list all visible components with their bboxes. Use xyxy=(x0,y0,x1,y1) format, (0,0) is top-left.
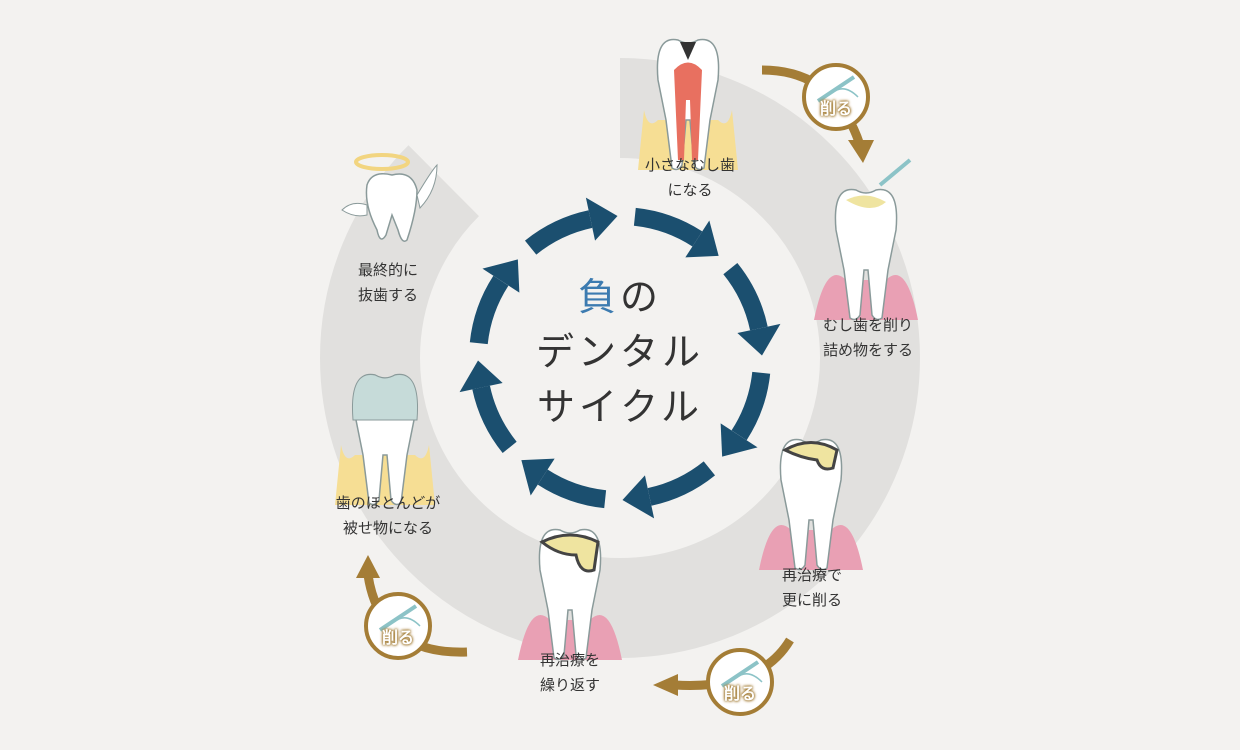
dental-drill-icon xyxy=(720,660,763,688)
label-line: 再治療で xyxy=(781,566,842,584)
gold-arrowheads xyxy=(356,140,874,696)
badge-label: 削る xyxy=(723,684,756,703)
center-title: 負の デンタル サイクル xyxy=(530,270,710,435)
badge-label: 削る xyxy=(381,628,414,647)
badge-label: 削る xyxy=(819,99,852,118)
label-line: 繰り返す xyxy=(539,676,600,694)
step-label-retreatment: 再治療で更に削る xyxy=(732,563,892,613)
title-rest: の xyxy=(620,275,663,319)
tooth-filling xyxy=(814,188,918,321)
cycle-arrowhead xyxy=(720,423,758,457)
label-line: むし歯を削り xyxy=(822,316,913,334)
cycle-arrow xyxy=(524,210,593,255)
cycle-arrowhead xyxy=(585,197,618,241)
tooth-small-cavity xyxy=(638,38,738,171)
label-line: 抜歯する xyxy=(357,286,418,304)
label-line: になる xyxy=(667,181,713,199)
extracted-tooth-angel xyxy=(341,153,438,242)
cycle-arrowhead xyxy=(482,259,520,293)
cycle-arrow xyxy=(537,469,607,509)
cycle-arrow xyxy=(723,262,768,331)
cycle-arrowhead xyxy=(737,323,781,356)
step-label-extraction: 最終的に抜歯する xyxy=(308,258,468,308)
label-line: 最終的に xyxy=(357,261,418,279)
label-line: 歯のほとんどが xyxy=(335,494,441,512)
cycle-arrowhead xyxy=(521,458,555,496)
drill-badge: 削る xyxy=(364,592,432,660)
background-ring xyxy=(320,58,920,658)
label-line: 小さなむし歯 xyxy=(644,156,735,174)
tooth-retreatment xyxy=(759,438,863,571)
step-label-small-cavity: 小さなむし歯になる xyxy=(610,153,770,203)
title-line2: デンタル xyxy=(535,330,704,374)
cycle-arrows xyxy=(459,197,781,519)
label-line: 再治療を xyxy=(539,651,600,669)
title-accent: 負 xyxy=(577,275,620,319)
label-line: 被せ物になる xyxy=(342,519,433,537)
cycle-arrow xyxy=(469,275,509,345)
cycle-arrowhead xyxy=(459,360,503,393)
cycle-arrowhead xyxy=(685,220,719,258)
step-label-crown: 歯のほとんどが被せ物になる xyxy=(308,491,468,541)
dental-drill-icon xyxy=(378,604,421,632)
step-label-repeat: 再治療を繰り返す xyxy=(490,648,650,698)
drill-badge: 削る xyxy=(802,63,870,131)
title-line3: サイクル xyxy=(536,385,704,429)
cycle-arrow xyxy=(633,207,703,247)
label-line: 詰め物をする xyxy=(822,341,913,359)
cycle-arrow xyxy=(472,385,517,454)
tooth-repeat-retreatment xyxy=(518,528,622,661)
drill-badge: 削る xyxy=(706,648,774,716)
dental-drill-icon xyxy=(816,75,859,103)
tooth-crown xyxy=(335,373,435,506)
cycle-arrow xyxy=(647,461,716,506)
label-line: 更に削る xyxy=(781,591,842,609)
step-label-filling: むし歯を削り詰め物をする xyxy=(788,313,948,363)
dental-tool-icon xyxy=(878,158,912,187)
cycle-arrowhead xyxy=(622,475,655,519)
cycle-arrow xyxy=(731,371,771,441)
